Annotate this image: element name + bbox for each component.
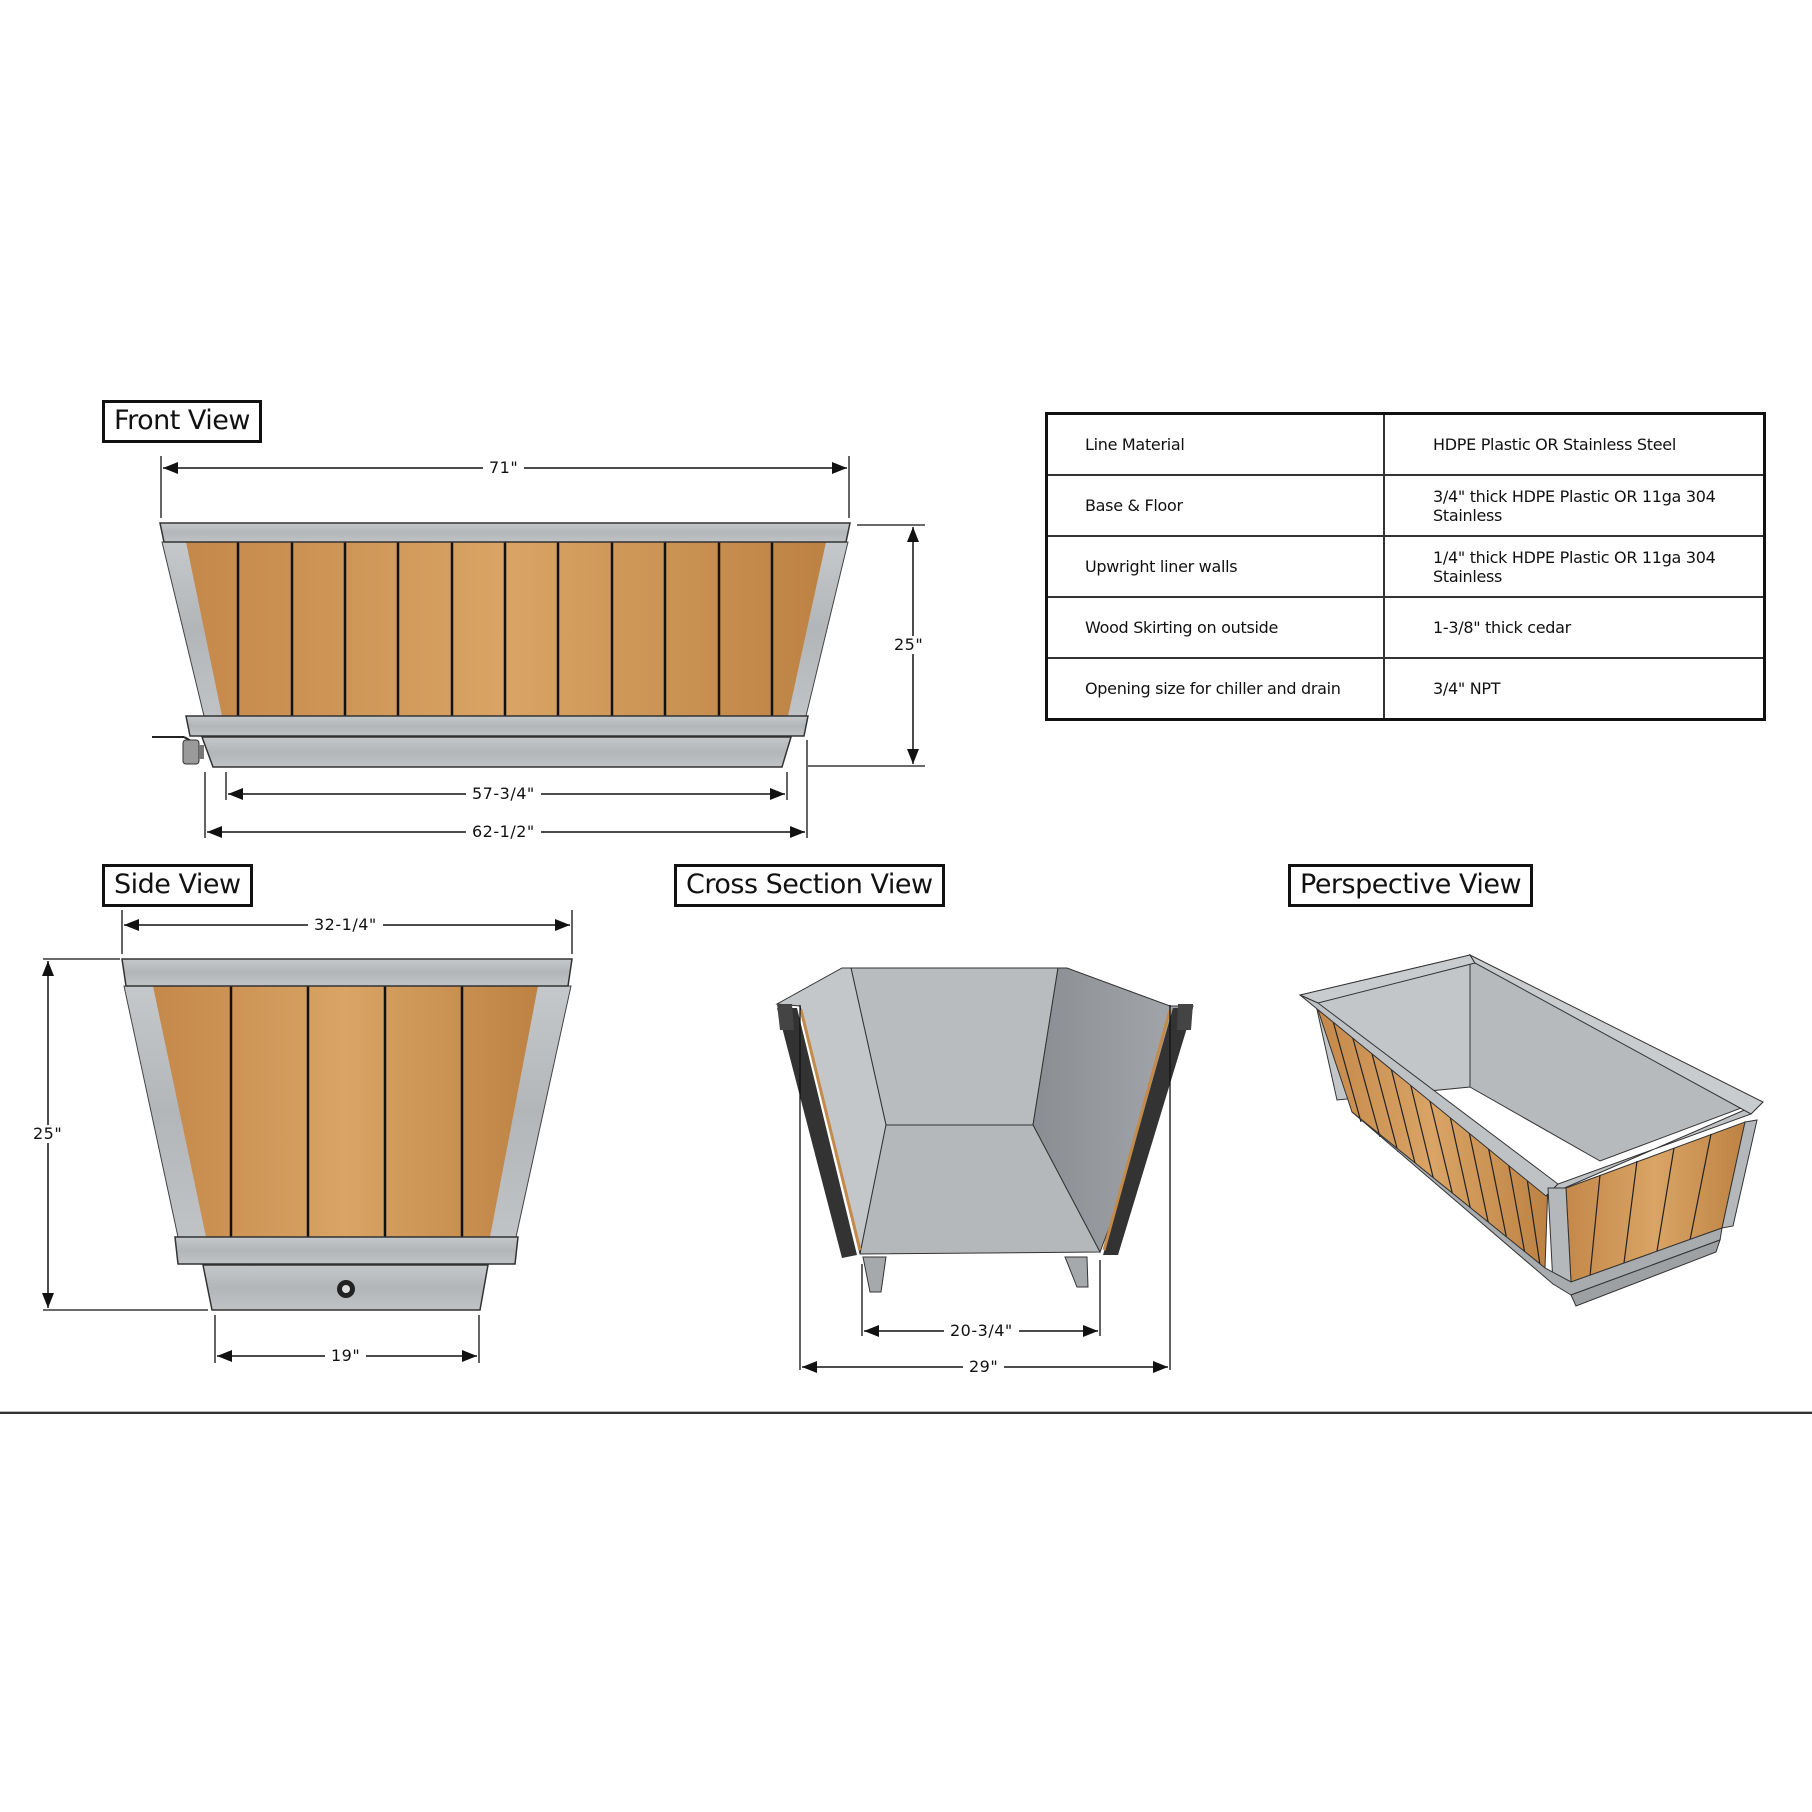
table-row: Opening size for chiller and drain 3/4" …	[1045, 657, 1766, 721]
perspective-drawing	[1298, 953, 1764, 1307]
spec-property: Wood Skirting on outside	[1045, 596, 1385, 659]
spec-value: 3/4" NPT	[1383, 657, 1766, 721]
table-row: Upwright liner walls 1/4" thick HDPE Pla…	[1045, 535, 1766, 598]
spec-property: Line Material	[1045, 412, 1385, 476]
side-height-dimension: 25"	[27, 1125, 69, 1143]
front-base-valve-dimension: 62-1/2"	[466, 823, 541, 841]
drain-opening-icon	[337, 1280, 355, 1298]
spec-value: 1-3/8" thick cedar	[1383, 596, 1766, 659]
table-row: Base & Floor 3/4" thick HDPE Plastic OR …	[1045, 474, 1766, 537]
spec-value: 3/4" thick HDPE Plastic OR 11ga 304 Stai…	[1383, 474, 1766, 537]
perspective-view-label: Perspective View	[1288, 864, 1534, 907]
table-row: Wood Skirting on outside 1-3/8" thick ce…	[1045, 596, 1766, 659]
spec-value: 1/4" thick HDPE Plastic OR 11ga 304 Stai…	[1383, 535, 1766, 598]
cross-section-view-label: Cross Section View	[674, 864, 945, 907]
side-view-label: Side View	[102, 864, 253, 907]
front-view-drawing	[152, 456, 925, 838]
spec-table: Line Material HDPE Plastic OR Stainless …	[1045, 412, 1766, 721]
drain-valve-icon	[152, 736, 204, 765]
front-height-dimension: 25"	[888, 636, 930, 654]
page-divider	[0, 1411, 1812, 1414]
table-row: Line Material HDPE Plastic OR Stainless …	[1045, 412, 1766, 476]
cross-section-drawing	[775, 967, 1194, 1373]
spec-value: HDPE Plastic OR Stainless Steel	[1383, 412, 1766, 476]
spec-property: Base & Floor	[1045, 474, 1385, 537]
side-view-drawing	[42, 910, 573, 1363]
front-length-dimension: 71"	[483, 459, 525, 477]
front-base-dimension: 57-3/4"	[466, 785, 541, 803]
side-width-dimension: 32-1/4"	[308, 916, 383, 934]
cross-floor-dimension: 20-3/4"	[944, 1322, 1019, 1340]
spec-property: Opening size for chiller and drain	[1045, 657, 1385, 721]
front-view-label: Front View	[102, 400, 262, 443]
side-base-dimension: 19"	[325, 1347, 367, 1365]
cross-width-dimension: 29"	[963, 1358, 1005, 1376]
spec-property: Upwright liner walls	[1045, 535, 1385, 598]
